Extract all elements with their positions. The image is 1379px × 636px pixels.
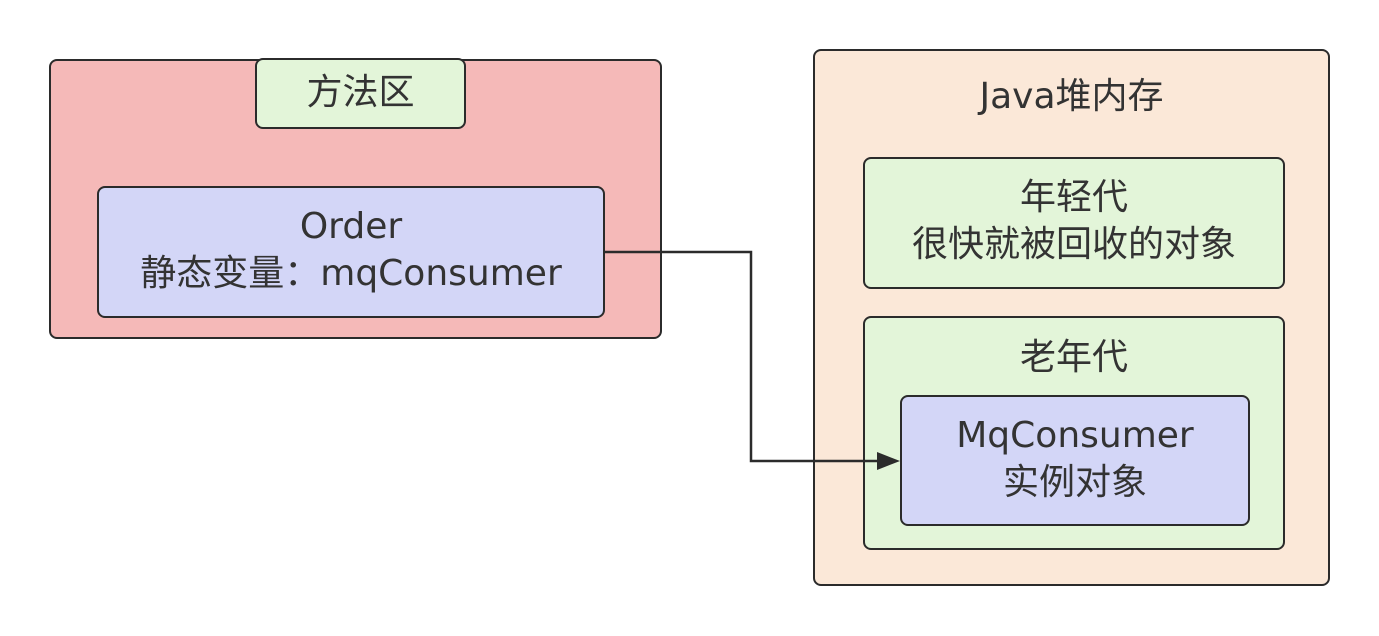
mqconsumer-instance-node: MqConsumer 实例对象 — [900, 395, 1250, 526]
mqconsumer-class-name: MqConsumer — [956, 415, 1194, 456]
method-area-title: 方法区 — [306, 72, 415, 113]
order-class-name: Order — [299, 206, 403, 247]
order-static-variable: 静态变量：mqConsumer — [140, 253, 562, 294]
old-gen-title: 老年代 — [1019, 337, 1128, 378]
young-generation-node: 年轻代 很快就被回收的对象 — [863, 157, 1285, 289]
heap-title: Java堆内存 — [979, 76, 1164, 117]
mqconsumer-instance-desc: 实例对象 — [1002, 462, 1147, 503]
order-class-node: Order 静态变量：mqConsumer — [97, 186, 605, 318]
young-gen-title: 年轻代 — [1019, 177, 1128, 218]
method-area-title-box: 方法区 — [255, 58, 466, 129]
young-gen-description: 很快就被回收的对象 — [911, 224, 1236, 265]
